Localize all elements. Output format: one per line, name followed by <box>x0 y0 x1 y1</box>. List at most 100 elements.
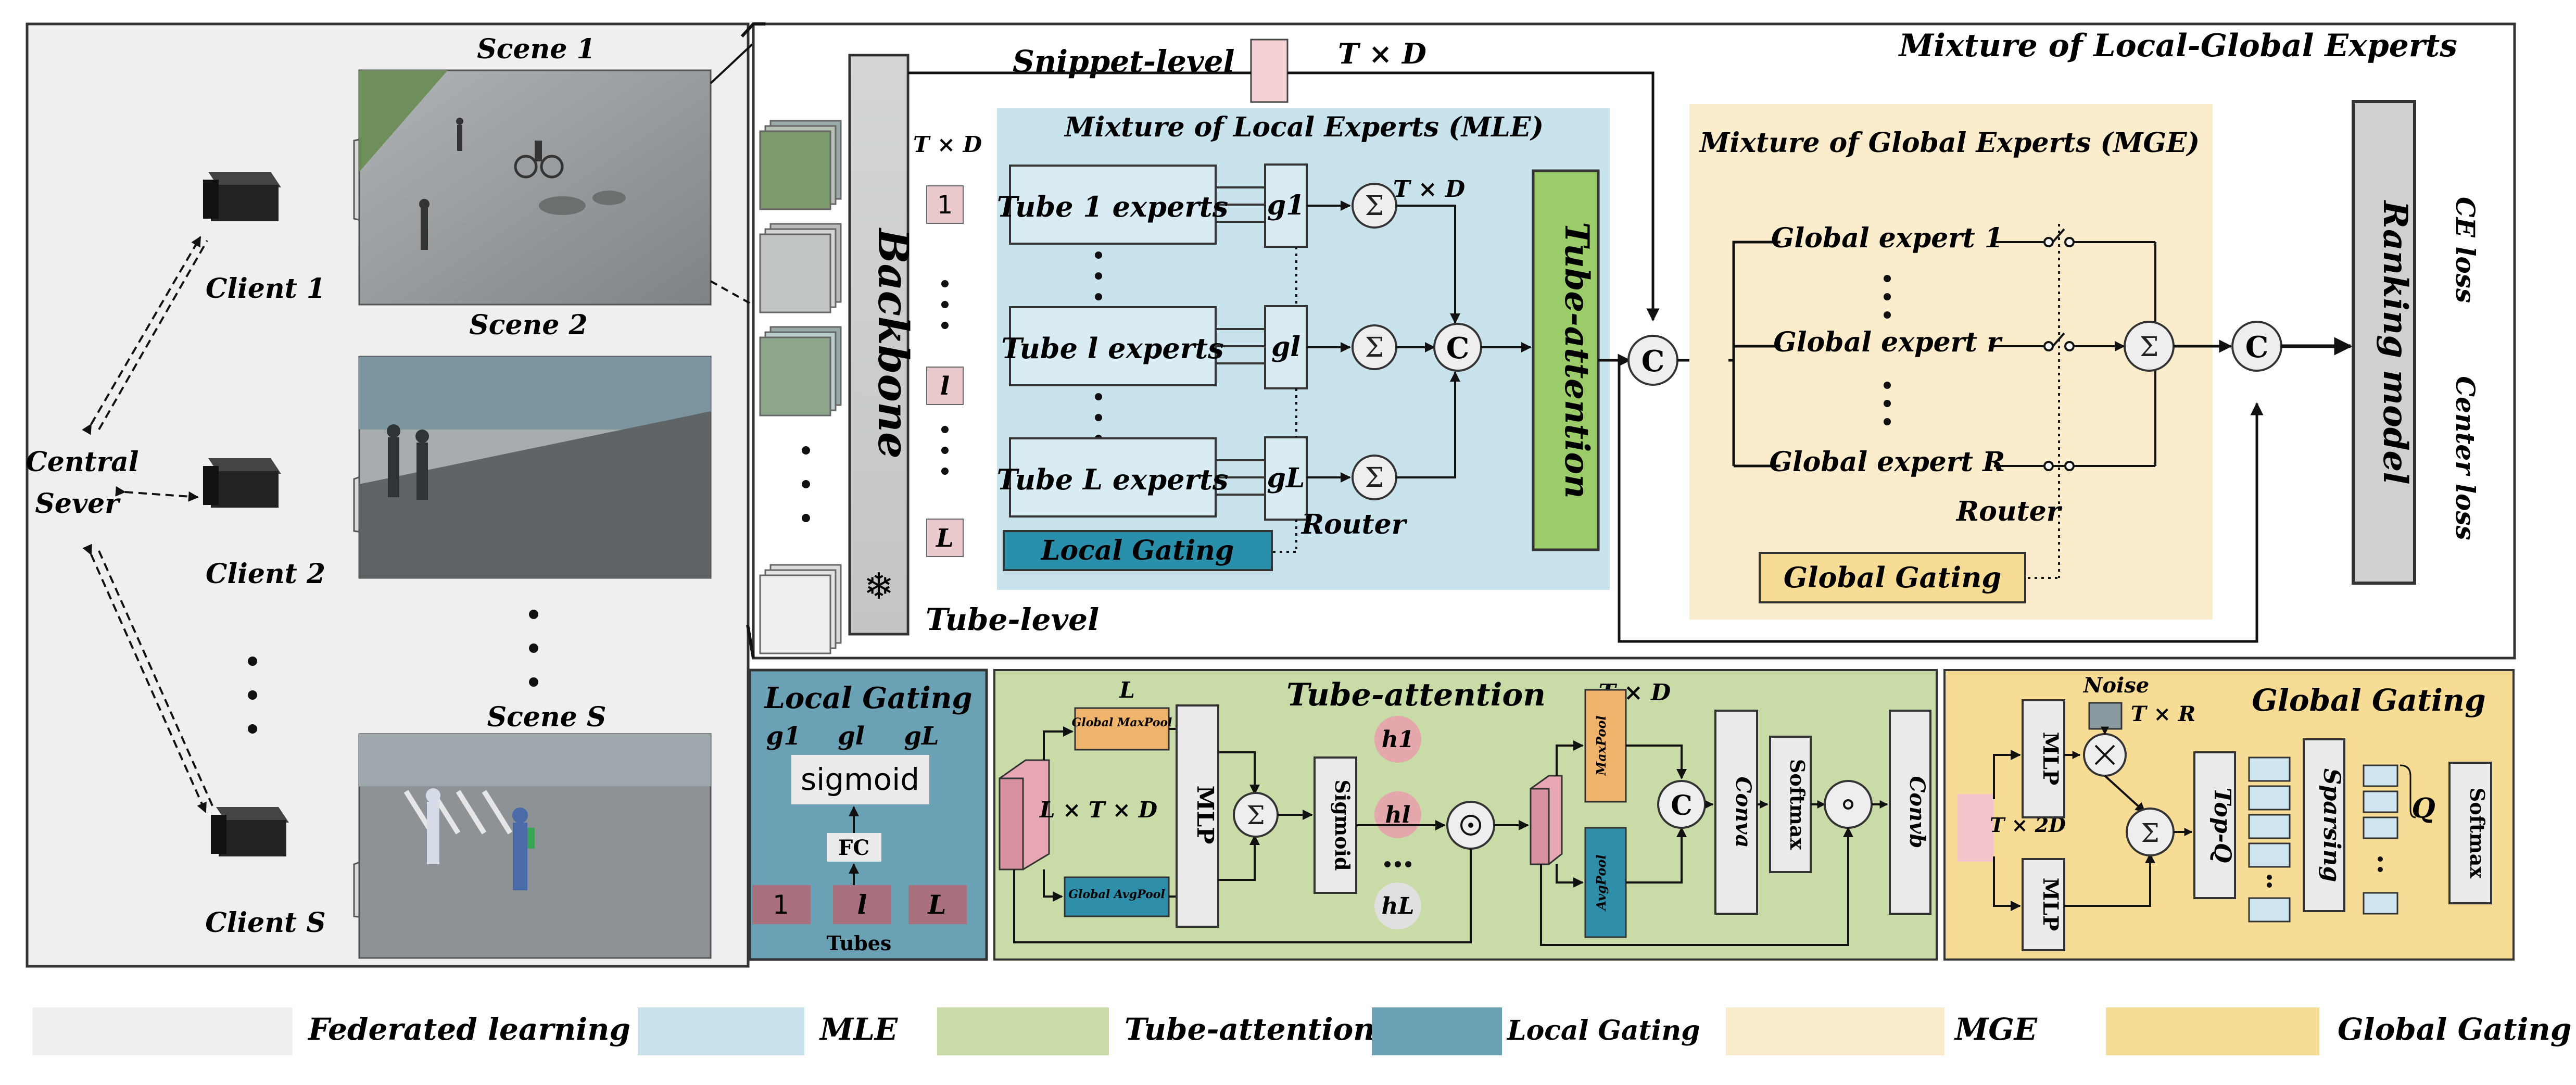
global-expert-r: Global expert r <box>1773 326 2003 358</box>
ta-avgpool: AvgPool <box>1594 855 1609 912</box>
gg-mlp-bottom: MLP <box>2038 878 2063 931</box>
local-gating-detail: Local Gating g1 gl gL sigmoid FC 1 l L T… <box>748 668 988 961</box>
gg-noise: Noise <box>2082 673 2149 698</box>
local-gating-block <box>1003 530 1273 571</box>
tube-attention-label: Tube-attention <box>1557 222 1596 498</box>
legend-label-3: Local Gating <box>1506 1015 1700 1046</box>
concat-icon: C <box>1671 790 1692 822</box>
lg-fc: FC <box>838 836 869 860</box>
global-gating-label: Global Gating <box>1784 561 2001 594</box>
ta-h-1: h1 <box>1382 726 1415 753</box>
gg-sparsing: Sparsing <box>2318 768 2345 882</box>
legend-label-1: MLE <box>819 1012 898 1047</box>
local-gating-label: Local Gating <box>1040 535 1234 566</box>
expert-label-1: Tube 1 experts <box>997 190 1228 223</box>
legend-swatch-5 <box>2106 1007 2319 1055</box>
legend-label-0: Federated learning <box>307 1012 630 1047</box>
gate-label-L: gL <box>1267 462 1305 494</box>
client-1-device: Client 1 <box>203 172 325 305</box>
legend-swatch-4 <box>1726 1007 1944 1055</box>
sum-icon: Σ <box>2140 332 2159 363</box>
tube-input-L: L <box>935 524 954 553</box>
legend-swatch-2 <box>937 1007 1109 1055</box>
ce-loss-label: CE loss <box>2450 197 2481 303</box>
mge-module: Mixture of Global Experts (MGE) Global e… <box>1689 104 2232 620</box>
ta-L-label: L <box>1119 677 1135 703</box>
backbone-label: Backbone <box>869 228 918 459</box>
client-2-label: Client 2 <box>206 558 325 590</box>
lg-tube-1: 1 <box>773 890 789 920</box>
global-expert-1: Global expert 1 <box>1771 222 2003 254</box>
input-thumbnails <box>759 120 842 654</box>
concat-icon: C <box>1446 331 1470 365</box>
lg-tubes-label: Tubes <box>827 931 892 955</box>
concat-icon: C <box>2245 330 2269 364</box>
backbone-block: Backbone ❄ <box>848 54 918 636</box>
global-expert-R: Global expert R <box>1769 446 2005 478</box>
tube-level-label: Tube-level <box>926 602 1099 637</box>
legend-swatch-3 <box>1372 1007 1502 1055</box>
sum-icon: Σ <box>1246 800 1265 830</box>
mle-module: Mixture of Local Experts (MLE) Tube 1 ex… <box>997 108 1610 590</box>
gate-label-1: g1 <box>1267 190 1305 221</box>
ta-conv-b: Convb <box>1905 776 1929 849</box>
lg-gate-L: gL <box>904 722 939 751</box>
ta-global-maxpool: Global MaxPool <box>1072 716 1172 729</box>
snippet-feature <box>1250 39 1289 103</box>
gg-topq-cells <box>2248 756 2291 923</box>
gate-label-l: gl <box>1271 331 1300 363</box>
legend-label-5: Global Gating <box>2338 1012 2571 1047</box>
scene-s: Scene S <box>353 701 712 959</box>
ta-h-l: hl <box>1385 802 1411 828</box>
scene-ellipsis <box>529 610 538 687</box>
mge-title: Mixture of Global Experts (MGE) <box>1699 127 2200 159</box>
gg-softmax: Softmax <box>2466 788 2489 879</box>
legend-label-4: MGE <box>1954 1012 2038 1047</box>
gg-mlp-top: MLP <box>2038 732 2063 785</box>
scene-1-label: Scene 1 <box>477 33 595 65</box>
input-dim-label: T × D <box>913 132 982 157</box>
gg-noise-dim: T × R <box>2131 702 2195 726</box>
client-ellipsis <box>248 657 257 734</box>
central-server-label-1: Central <box>26 446 138 478</box>
ranking-model-label: Ranking model <box>2376 199 2415 484</box>
lg-sigmoid: sigmoid <box>801 762 919 797</box>
client-s-label: Client S <box>205 907 325 939</box>
concat-icon: C <box>1641 344 1665 379</box>
lg-gate-1: g1 <box>766 722 801 751</box>
sum-icon: Σ <box>2141 818 2159 848</box>
snowflake-icon: ❄ <box>864 565 894 608</box>
global-gating-block <box>1759 552 2026 603</box>
ta-sigmoid: Sigmoid <box>1331 779 1354 870</box>
mle-title: Mixture of Local Experts (MLE) <box>1064 111 1544 143</box>
ta-title: Tube-attention <box>1286 677 1546 713</box>
expert-label-L: Tube L experts <box>997 463 1229 496</box>
tube-input-1: 1 <box>937 191 953 220</box>
tube-attention-detail: Tube-attention L × T × D L Global MaxPoo… <box>993 669 1938 961</box>
scene-s-label: Scene S <box>487 701 607 733</box>
mle-sum-dim: T × D <box>1393 176 1465 203</box>
scene-2: Scene 2 <box>353 309 712 579</box>
snippet-dim-label: T × D <box>1338 37 1426 70</box>
lg-gate-l: gl <box>838 722 865 751</box>
mge-router-label: Router <box>1955 496 2063 527</box>
scene-1: Scene 1 <box>353 33 712 306</box>
lg-tube-L: L <box>927 889 946 920</box>
expert-tube-1: Tube 1 experts g1 Σ <box>997 163 1397 248</box>
ta-softmax: Softmax <box>1786 759 1809 850</box>
ta-global-avgpool: Global AvgPool <box>1068 888 1165 901</box>
center-loss-label: Center loss <box>2450 376 2481 540</box>
ta-mlp: MLP <box>1192 786 1218 844</box>
scene-2-label: Scene 2 <box>469 309 587 341</box>
gg-topq: Top-Q <box>2209 788 2236 863</box>
main-panel: Mixture of Local-Global Experts Backbone… <box>740 22 2516 660</box>
tube-inputs: 1 l L <box>926 185 964 557</box>
legend-swatch-1 <box>638 1007 804 1055</box>
lg-tube-l: l <box>857 889 867 920</box>
gg-sparse-cells <box>2363 764 2398 915</box>
ranking-model-block <box>2352 100 2416 585</box>
ta-h-L: hL <box>1382 893 1415 919</box>
sum-icon: Σ <box>1365 462 1384 494</box>
ta-conv-a: Conva <box>1731 777 1756 848</box>
